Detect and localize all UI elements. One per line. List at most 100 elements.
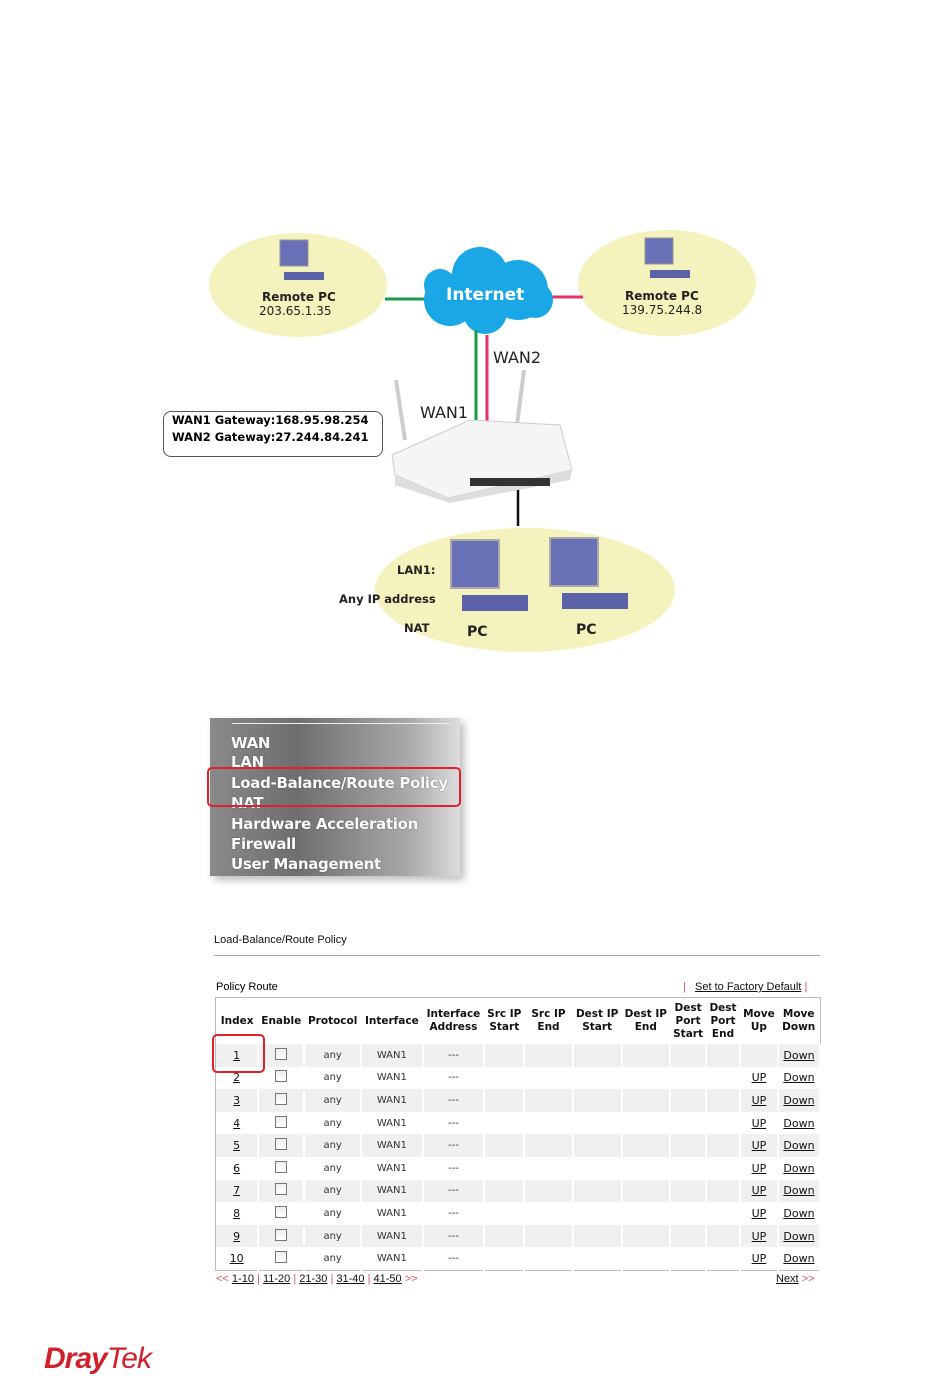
page-link-2[interactable]: 11-20	[262, 1273, 291, 1285]
table-cell: 7	[215, 1179, 260, 1203]
enable-checkbox[interactable]	[275, 1183, 288, 1196]
enable-checkbox[interactable]	[275, 1047, 288, 1060]
column-header: Move Down	[782, 1008, 816, 1033]
move-down-link[interactable]: Down	[783, 1048, 815, 1062]
table-cell	[258, 1179, 306, 1203]
page-link-3[interactable]: 21-30	[299, 1273, 328, 1285]
table-cell	[524, 1089, 574, 1112]
table-cell	[670, 1224, 708, 1248]
table-cell: UP	[739, 1179, 779, 1203]
page-link-4[interactable]: 31-40	[336, 1273, 365, 1285]
menu-item-hardware-acceleration[interactable]: Hardware Acceleration	[231, 815, 418, 833]
menu-item-lan[interactable]: LAN	[231, 753, 264, 771]
next-arrow[interactable]: >>	[801, 1273, 815, 1285]
row-index-link[interactable]: 10	[229, 1252, 244, 1266]
table-cell	[739, 1044, 779, 1067]
enable-checkbox[interactable]	[275, 1138, 288, 1151]
move-down-link[interactable]: Down	[783, 1161, 815, 1175]
table-cell: UP	[739, 1224, 779, 1248]
move-down-link[interactable]: Down	[783, 1139, 815, 1153]
wan2-label: WAN2	[493, 348, 542, 367]
enable-checkbox[interactable]	[275, 1115, 288, 1128]
table-cell	[621, 1179, 672, 1203]
internet-label: Internet	[446, 285, 525, 305]
move-down-link[interactable]: Down	[783, 1093, 815, 1107]
factory-default-link[interactable]: Set to Factory Default	[695, 981, 802, 993]
remote-pc-left-icon	[279, 239, 324, 280]
table-cell: UP	[739, 1111, 779, 1135]
move-up-link[interactable]: UP	[751, 1139, 767, 1153]
move-up-link[interactable]: UP	[751, 1093, 767, 1107]
pager-more[interactable]: >>	[404, 1273, 418, 1285]
protocol: any	[323, 1207, 342, 1219]
row-index-link[interactable]: 8	[233, 1206, 241, 1220]
table-cell	[258, 1089, 306, 1112]
row-index-link[interactable]: 1	[233, 1048, 241, 1062]
table-cell: any	[304, 1156, 363, 1180]
move-up-link[interactable]: UP	[751, 1161, 767, 1175]
table-cell: 1	[215, 1044, 260, 1067]
title-divider	[214, 955, 820, 956]
pager-prev[interactable]: <<	[216, 1273, 229, 1285]
column-header: Dest Port Start	[673, 1001, 703, 1040]
table-cell: Down	[777, 1224, 822, 1248]
move-down-link[interactable]: Down	[783, 1071, 815, 1085]
table-cell	[706, 1134, 741, 1157]
row-index-link[interactable]: 3	[233, 1093, 241, 1107]
table-cell	[572, 1111, 623, 1135]
move-down-link[interactable]: Down	[783, 1229, 815, 1243]
table-cell	[621, 1066, 672, 1090]
table-cell	[572, 1044, 623, 1067]
column-header: Dest IP End	[624, 1008, 668, 1033]
table-cell: any	[304, 1089, 363, 1112]
interface-address: ---	[448, 1230, 459, 1242]
table-cell: any	[304, 1224, 363, 1248]
table-cell	[258, 1044, 306, 1067]
row-index-link[interactable]: 6	[233, 1161, 241, 1175]
row-index-link[interactable]: 4	[233, 1116, 241, 1130]
move-up-link[interactable]: UP	[751, 1184, 767, 1198]
table-cell	[670, 1247, 708, 1271]
row-index-link[interactable]: 7	[233, 1184, 241, 1198]
menu-item-firewall[interactable]: Firewall	[231, 835, 296, 853]
row-index-link[interactable]: 2	[233, 1071, 241, 1085]
menu-item-user-management[interactable]: User Management	[231, 855, 381, 873]
move-up-link[interactable]: UP	[751, 1206, 767, 1220]
table-cell	[524, 1179, 574, 1203]
menu-item-nat[interactable]: NAT	[231, 794, 264, 812]
move-down-link[interactable]: Down	[783, 1116, 815, 1130]
page-link-5[interactable]: 41-50	[373, 1273, 402, 1285]
enable-checkbox[interactable]	[275, 1070, 288, 1083]
move-down-link[interactable]: Down	[783, 1184, 815, 1198]
move-up-link[interactable]: UP	[751, 1229, 767, 1243]
menu-item-load-balance[interactable]: Load-Balance/Route Policy	[231, 774, 448, 792]
draytek-logo: DrayTek	[44, 1342, 152, 1376]
table-cell: Down	[777, 1066, 822, 1090]
table-cell: any	[304, 1179, 363, 1203]
move-up-link[interactable]: UP	[751, 1252, 767, 1266]
row-index-link[interactable]: 5	[233, 1139, 241, 1153]
router-icon	[391, 369, 573, 503]
enable-checkbox[interactable]	[275, 1205, 288, 1218]
enable-checkbox[interactable]	[275, 1160, 288, 1173]
enable-checkbox[interactable]	[275, 1251, 288, 1264]
move-down-link[interactable]: Down	[783, 1206, 815, 1220]
move-up-link[interactable]: UP	[751, 1116, 767, 1130]
move-up-link[interactable]: UP	[751, 1071, 767, 1085]
table-cell	[258, 1224, 306, 1248]
table-cell	[706, 1156, 741, 1180]
enable-checkbox[interactable]	[275, 1228, 288, 1241]
table-cell	[670, 1156, 708, 1180]
next-link[interactable]: Next	[776, 1273, 799, 1285]
page-link-1[interactable]: 1-10	[231, 1273, 254, 1285]
table-cell: Down	[777, 1156, 822, 1180]
table-cell	[524, 1134, 574, 1157]
table-cell: ---	[422, 1202, 486, 1225]
row-index-link[interactable]: 9	[233, 1229, 241, 1243]
section-label: Policy Route	[216, 981, 278, 993]
enable-checkbox[interactable]	[275, 1092, 288, 1105]
menu-item-wan[interactable]: WAN	[231, 734, 271, 752]
move-down-link[interactable]: Down	[783, 1252, 815, 1266]
